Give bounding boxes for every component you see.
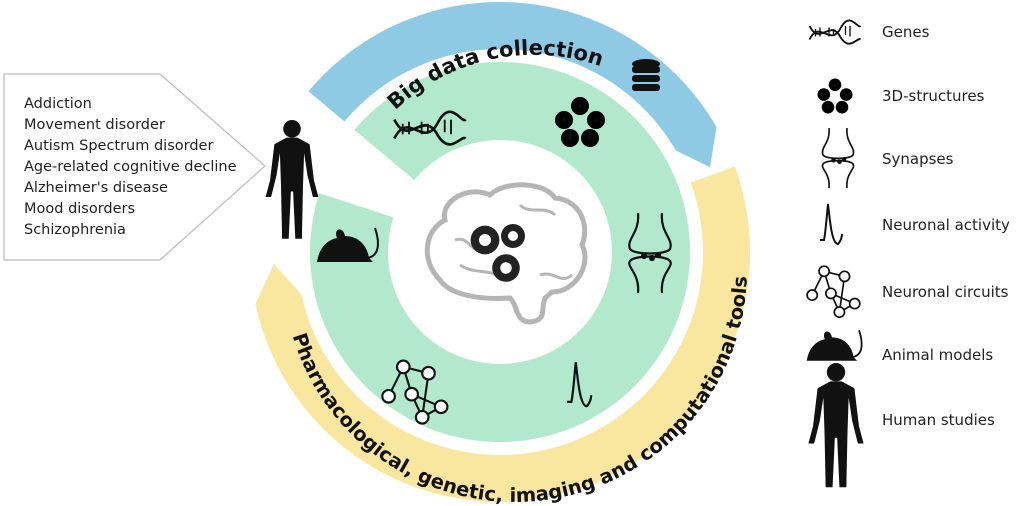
disorder-item: Movement disorder: [24, 117, 165, 133]
legend-label-3d-structures: 3D-structures: [882, 87, 985, 105]
legend-label-synapses: Synapses: [882, 150, 954, 168]
disorder-item: Autism Spectrum disorder: [24, 138, 214, 154]
disorder-item: Age-related cognitive decline: [24, 159, 237, 175]
disorders-list: Addiction Movement disorder Autism Spect…: [24, 94, 237, 241]
inner-cycle-ring: [309, 62, 690, 443]
big-data-arc: [308, 2, 717, 168]
disorder-item: Alzheimer's disease: [24, 180, 168, 196]
disorder-item: Mood disorders: [24, 201, 136, 217]
database-icon: [632, 59, 660, 91]
disorder-item: Addiction: [24, 96, 92, 112]
tools-arc: [255, 166, 750, 502]
legend-label-animal-models: Animal models: [882, 346, 994, 364]
legend-label-neuronal-circuits: Neuronal circuits: [882, 283, 1009, 301]
brain-gears-icon: [424, 182, 588, 325]
legend-label-neuronal-activity: Neuronal activity: [882, 216, 1010, 234]
legend-label-human-studies: Human studies: [882, 411, 995, 429]
human-icon: [265, 120, 319, 239]
legend-label-genes: Genes: [882, 23, 930, 41]
disorders-box: [3, 73, 266, 261]
disorder-item: Schizophrenia: [24, 222, 126, 238]
